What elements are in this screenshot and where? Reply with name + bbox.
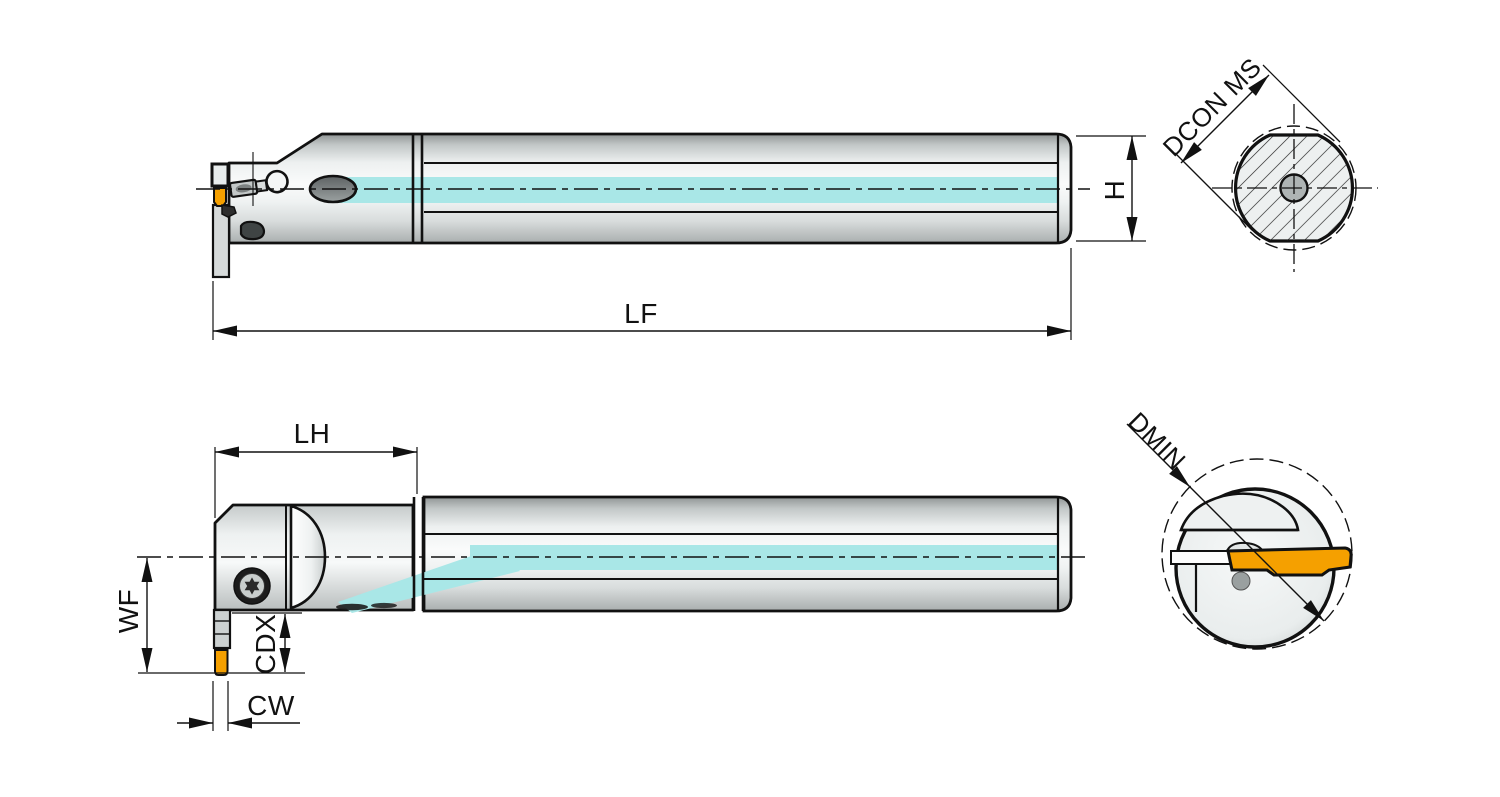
dim-cw [177, 681, 300, 731]
dim-dmin [1126, 423, 1325, 622]
dim-dcon-ms [1174, 64, 1341, 231]
dim-wf [138, 558, 305, 674]
dim-label-cw: CW [247, 690, 295, 721]
dim-h [1076, 135, 1146, 242]
dim-label-lf: LF [624, 298, 658, 329]
dim-lf [212, 248, 1072, 340]
dim-label-cdx: CDX [250, 613, 281, 675]
insert-seat-top-view [210, 162, 230, 188]
shank-cross-section-view [1174, 64, 1378, 272]
dim-label-wf: WF [113, 588, 144, 634]
top-side-view [196, 132, 1090, 279]
cutting-insert-end-view [1226, 546, 1353, 577]
dim-label-lh: LH [293, 418, 331, 449]
dim-label-h: H [1099, 179, 1130, 201]
cutting-insert-front-view [214, 649, 229, 676]
dim-cdx [232, 612, 302, 672]
cutting-insert-top-view [213, 187, 227, 207]
min-bore-end-view [1126, 423, 1353, 650]
torx-screw-icon [233, 567, 271, 605]
front-side-view [137, 495, 1090, 676]
dim-lh [214, 446, 418, 518]
coolant-channel-top-view [332, 177, 1059, 203]
